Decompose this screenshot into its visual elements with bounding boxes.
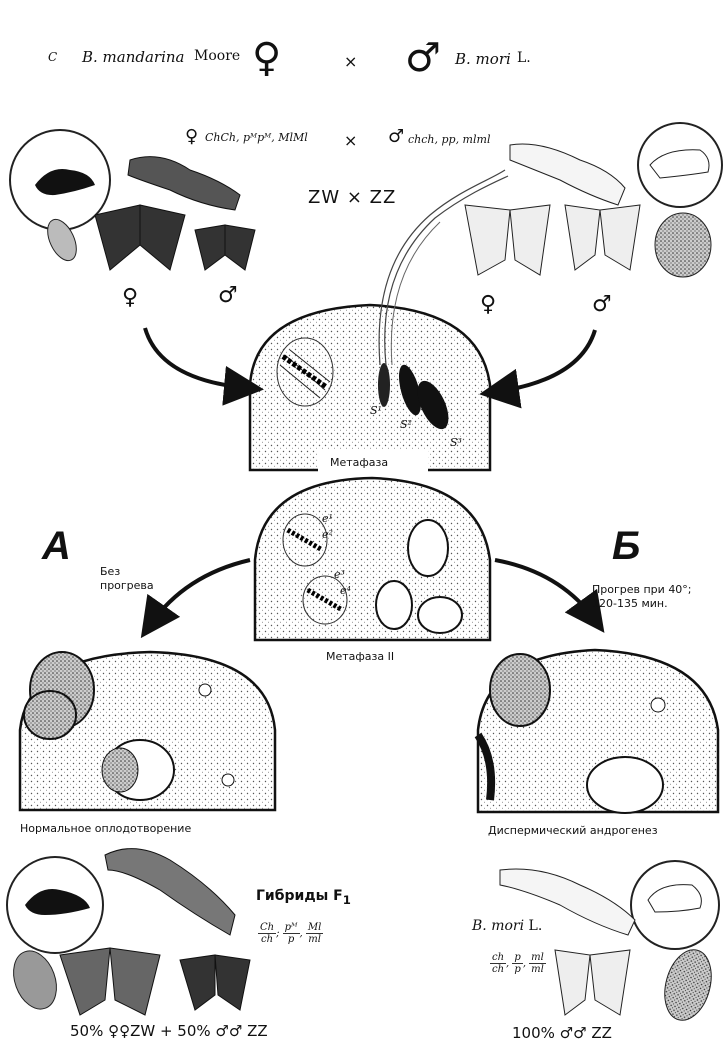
cross-symbol: × [344,52,357,71]
branch-b-label: Б [612,524,640,569]
genotype-cross-symbol: × [344,131,357,150]
sperm-label-s1: S¹ [370,404,382,417]
left-result: 50% ♀♀ZW + 50% ♂♂ ZZ [70,1022,268,1040]
caterpillar-mori-illustration [465,123,722,277]
figure-label-c: C [48,50,57,64]
hybrids-text: Гибриды F [256,888,343,904]
branch-a-label: А [42,524,71,569]
bmori-result-name: B. mori L. [472,918,542,934]
heat-treatment-label: Прогрев при 40°; 120-135 мин. [592,583,717,612]
normal-fertilization-label: Нормальное оплодотворение [20,822,191,835]
egg-label-e3: e³ [334,568,345,581]
right-result: 100% ♂♂ ZZ [512,1024,612,1042]
hybrid-illustrations [6,849,250,1015]
male-mori-symbol-icon: ♂ [592,292,612,317]
male-species-author: L. [517,50,531,66]
male-symbol-icon: ♂ [405,38,441,78]
egg-normal-fertilization [20,652,275,810]
female-parent-symbol-icon: ♀ [122,285,138,310]
metaphase2-label: Метафаза II [326,650,394,663]
metaphase-label: Метафаза [330,456,388,469]
female-symbol-icon: ♀ [252,38,281,78]
arrow-male [495,330,595,392]
androgenetic-illustrations [500,861,719,1025]
hybrids-label: Гибриды F1 [256,888,351,907]
male-parent-symbol-icon: ♂ [218,283,238,308]
male-genotype-symbol-icon: ♂ [388,128,404,146]
arrow-branch-b [495,560,595,620]
egg-dispermic-androgenesis [478,650,718,813]
male-genotype: chch, pp, mlml [408,133,490,146]
egg-metaphase2 [255,478,490,640]
caterpillar-mandarina-illustration [10,130,255,270]
female-genotype: ChCh, pᴹpᴹ, MlMl [205,131,308,144]
male-species-name: B. mori [455,50,511,68]
sperm-label-s3: S³ [450,436,462,449]
female-species-name: B. mandarina [82,48,185,66]
no-heat-label: Без прогрева [100,565,160,594]
egg-label-e2: e² [322,528,333,541]
female-species-author: Moore [194,48,240,64]
dispermic-androgenesis-label: Диспермический андрогенез [488,824,658,837]
arrow-female [145,328,248,388]
arrow-branch-a [150,560,250,625]
hybrids-subscript: 1 [343,893,351,907]
sex-chromosome-cross: ZW × ZZ [308,187,396,208]
female-genotype-symbol-icon: ♀ [185,128,198,146]
female-mori-symbol-icon: ♀ [480,292,496,317]
sperm-label-s2: S² [400,418,412,431]
egg-label-e1: e¹ [322,512,333,525]
egg-label-e4: e⁴ [340,584,351,597]
